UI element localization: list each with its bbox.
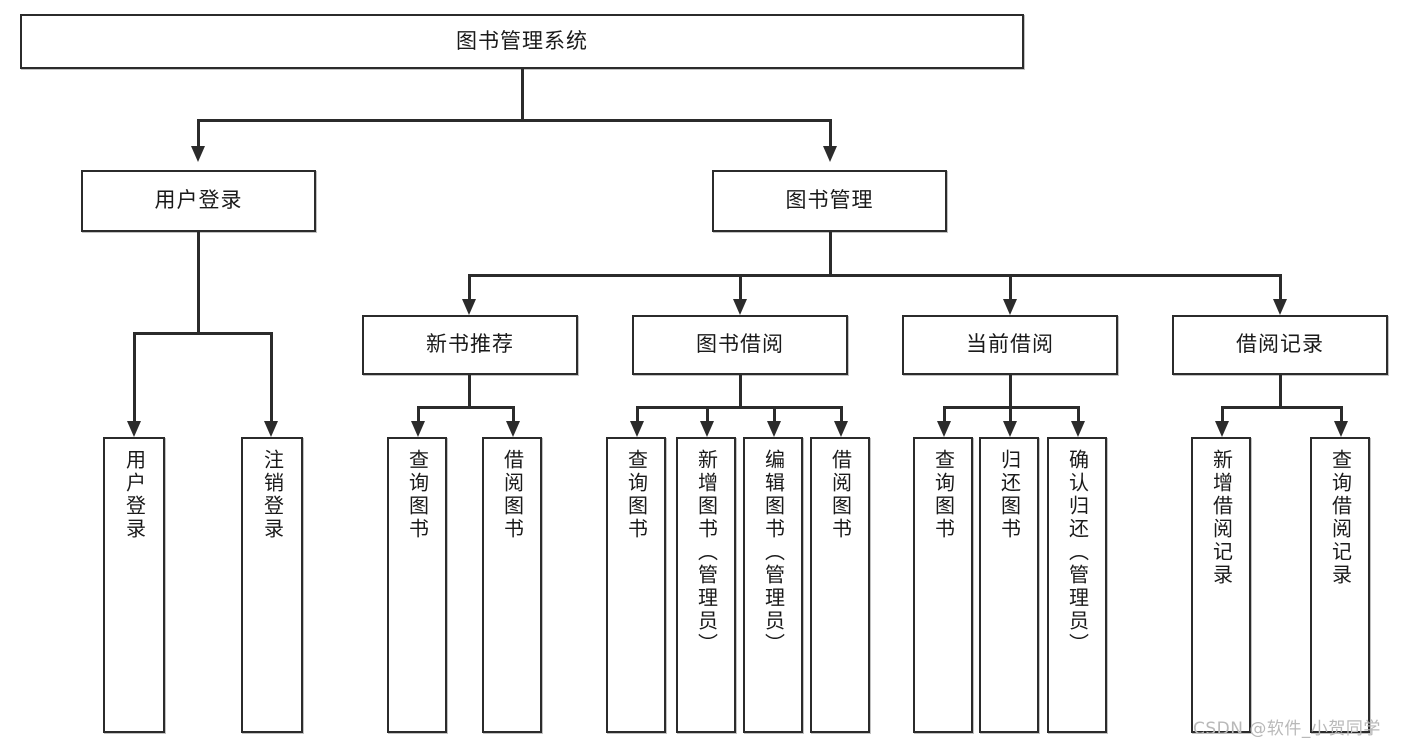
node-label: 查询图书 (405, 449, 430, 541)
leaf-add-book[interactable]: 新增图书（管理员） (676, 437, 736, 733)
connector-drop-leaf-query-book-3 (943, 406, 946, 421)
node-label: 确认归还（管理员） (1065, 449, 1090, 656)
arrowhead-new-book (462, 299, 476, 315)
connector-drop-leaf-edit-book (773, 406, 776, 421)
node-label: 借阅图书 (500, 449, 525, 541)
node-label: 图书借阅 (696, 332, 784, 357)
connector-drop-current-borrow (1009, 274, 1012, 299)
connector-root-stem (521, 69, 524, 119)
node-label: 注销登录 (260, 449, 285, 541)
arrowhead-borrow-record (1273, 299, 1287, 315)
node-label: 查询借阅记录 (1328, 449, 1353, 587)
node-book-manage[interactable]: 图书管理 (712, 170, 947, 232)
leaf-logout-login[interactable]: 注销登录 (241, 437, 303, 733)
arrowhead-leaf-add-book (700, 421, 714, 437)
node-label: 图书管理系统 (456, 28, 588, 53)
connector-drop-borrow-record (1279, 274, 1282, 299)
node-label: 查询图书 (931, 449, 956, 541)
connector-drop-leaf-confirm-return (1077, 406, 1080, 421)
arrowhead-current-borrow (1003, 299, 1017, 315)
arrowhead-leaf-query-record (1334, 421, 1348, 437)
arrowhead-book-manage (823, 146, 837, 162)
connector-drop-leaf-query-book-1 (417, 406, 420, 421)
leaf-query-book-2[interactable]: 查询图书 (606, 437, 666, 733)
node-label: 借阅图书 (828, 449, 853, 541)
node-label: 查询图书 (624, 449, 649, 541)
connector-new-book-bus (417, 406, 514, 409)
arrowhead-leaf-query-book-3 (937, 421, 951, 437)
arrowhead-leaf-return-book (1003, 421, 1017, 437)
connector-drop-leaf-borrow-book-2 (840, 406, 843, 421)
leaf-borrow-book-1[interactable]: 借阅图书 (482, 437, 542, 733)
arrowhead-leaf-add-record (1215, 421, 1229, 437)
connector-drop-leaf-user-login (133, 332, 136, 421)
arrowhead-leaf-user-login (127, 421, 141, 437)
connector-borrow-record-bus (1221, 406, 1342, 409)
connector-drop-leaf-borrow-book-1 (512, 406, 515, 421)
leaf-query-book-1[interactable]: 查询图书 (387, 437, 447, 733)
connector-new-book-stem (468, 375, 471, 406)
arrowhead-user-login (191, 146, 205, 162)
connector-user-login-bus (133, 332, 272, 335)
node-label: 归还图书 (997, 449, 1022, 541)
node-label: 用户登录 (122, 449, 147, 541)
connector-root-bus (197, 119, 831, 122)
connector-drop-leaf-return-book (1009, 406, 1012, 421)
node-label: 当前借阅 (966, 332, 1054, 357)
node-label: 借阅记录 (1236, 332, 1324, 357)
node-label: 新书推荐 (426, 332, 514, 357)
arrowhead-leaf-edit-book (767, 421, 781, 437)
csdn-watermark: CSDN @软件_小贺同学 (1193, 719, 1381, 739)
connector-drop-leaf-add-record (1221, 406, 1224, 421)
arrowhead-leaf-borrow-book-1 (506, 421, 520, 437)
connector-user-login-stem (197, 232, 200, 332)
node-label: 图书管理 (785, 188, 874, 213)
connector-drop-book-manage (829, 119, 832, 146)
arrowhead-leaf-borrow-book-2 (834, 421, 848, 437)
leaf-edit-book[interactable]: 编辑图书（管理员） (743, 437, 803, 733)
node-current-borrow[interactable]: 当前借阅 (902, 315, 1118, 375)
connector-current-borrow-stem (1009, 375, 1012, 406)
node-label: 用户登录 (154, 188, 243, 213)
leaf-query-book-3[interactable]: 查询图书 (913, 437, 973, 733)
connector-book-borrow-bus (636, 406, 842, 409)
node-root-system[interactable]: 图书管理系统 (20, 14, 1024, 69)
connector-borrow-record-stem (1279, 375, 1282, 406)
connector-drop-leaf-query-record (1340, 406, 1343, 421)
arrowhead-leaf-query-book-2 (630, 421, 644, 437)
node-user-login[interactable]: 用户登录 (81, 170, 316, 232)
node-label: 新增图书（管理员） (694, 449, 719, 656)
leaf-add-record[interactable]: 新增借阅记录 (1191, 437, 1251, 733)
connector-book-manage-bus (468, 274, 1280, 277)
leaf-query-record[interactable]: 查询借阅记录 (1310, 437, 1370, 733)
connector-drop-user-login (197, 119, 200, 146)
arrowhead-leaf-logout (264, 421, 278, 437)
connector-drop-new-book (468, 274, 471, 299)
connector-book-borrow-stem (739, 375, 742, 406)
leaf-return-book[interactable]: 归还图书 (979, 437, 1039, 733)
arrowhead-leaf-query-book-1 (411, 421, 425, 437)
node-label: 编辑图书（管理员） (761, 449, 786, 656)
node-borrow-record[interactable]: 借阅记录 (1172, 315, 1388, 375)
connector-drop-leaf-logout (270, 332, 273, 421)
leaf-confirm-return[interactable]: 确认归还（管理员） (1047, 437, 1107, 733)
node-book-borrow[interactable]: 图书借阅 (632, 315, 848, 375)
node-label: 新增借阅记录 (1209, 449, 1234, 587)
connector-book-manage-stem (829, 232, 832, 274)
arrowhead-leaf-confirm-return (1071, 421, 1085, 437)
leaf-borrow-book-2[interactable]: 借阅图书 (810, 437, 870, 733)
connector-drop-leaf-query-book-2 (636, 406, 639, 421)
arrowhead-book-borrow (733, 299, 747, 315)
leaf-user-login[interactable]: 用户登录 (103, 437, 165, 733)
node-new-book-recommend[interactable]: 新书推荐 (362, 315, 578, 375)
connector-drop-leaf-add-book (706, 406, 709, 421)
connector-drop-book-borrow (739, 274, 742, 299)
